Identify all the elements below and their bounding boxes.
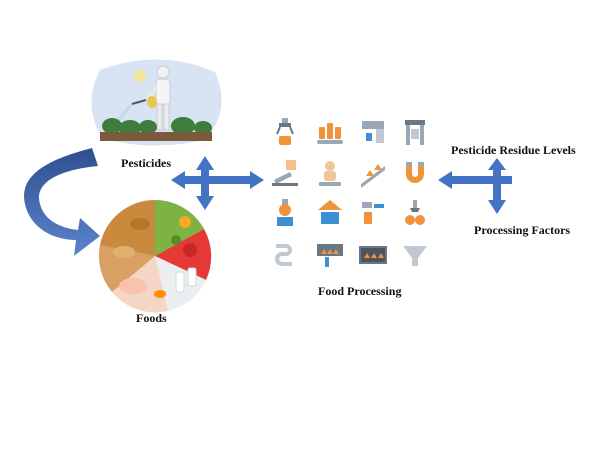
foods-label: Foods: [136, 311, 167, 325]
labeling-icon: [362, 202, 384, 224]
robot-arm-box-icon: [318, 200, 342, 224]
robot-claw-icon: [276, 118, 294, 145]
foods-illustration: [98, 199, 212, 313]
baking-tray-icon: [359, 246, 387, 264]
press-machine-icon: [405, 120, 425, 145]
magnet-icon: [406, 162, 424, 183]
pesticide-spraying-illustration: [91, 59, 222, 146]
filling-machine-icon: [362, 121, 384, 143]
conveyor-incline-icon: [361, 164, 385, 188]
processing-factors-label: Processing Factors: [474, 223, 571, 237]
dispensing-robot-icon: [272, 160, 298, 186]
pesticides-label: Pesticides: [121, 156, 171, 170]
conveyor-bottles-icon: [317, 123, 343, 144]
pipe-icon: [275, 244, 292, 266]
worker-icon: [319, 161, 341, 186]
oven-tray-icon: [317, 244, 343, 267]
food-processing-label: Food Processing: [318, 284, 402, 298]
funnel-icon: [403, 246, 427, 266]
pesticide-residue-levels-label: Pesticide Residue Levels: [451, 143, 576, 157]
robot-arm-orange-icon: [277, 199, 293, 226]
four-way-arrow-left: [171, 156, 264, 210]
curved-arrow-pesticides-to-foods: [24, 148, 100, 256]
claw-lift-icon: [405, 200, 425, 225]
four-way-arrow-right: [438, 158, 512, 214]
